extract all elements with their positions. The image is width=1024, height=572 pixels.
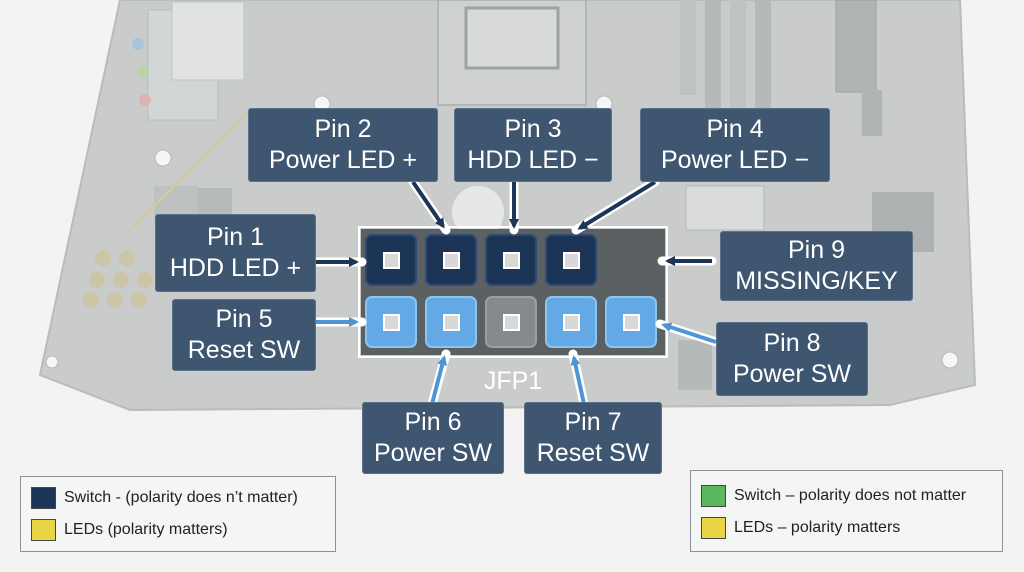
callout-pin5-function: Reset SW <box>187 336 301 364</box>
legend-right-item-leds: LEDs – polarity matters <box>701 517 900 539</box>
pin-4 <box>545 234 597 286</box>
pin-8-contact <box>622 313 640 331</box>
legend-right-item-switch: Switch – polarity does not matter <box>701 485 966 507</box>
unused-pin <box>485 296 537 348</box>
arrow-pin2 <box>411 180 445 229</box>
callout-pin6-function: Power SW <box>373 439 493 467</box>
callout-pin1-function: HDD LED + <box>169 254 302 282</box>
callout-pin4-number: Pin 4 <box>706 115 764 143</box>
legend-left-item-leds: LEDs (polarity matters) <box>31 519 228 541</box>
callout-pin3-number: Pin 3 <box>504 115 562 143</box>
header-label: JFP1 <box>483 367 543 395</box>
callout-pin7-function: Reset SW <box>536 439 650 467</box>
arrow-pin7 <box>570 355 586 405</box>
legend-swatch-switch <box>31 487 56 509</box>
pin-8 <box>605 296 657 348</box>
callout-pin2-function: Power LED + <box>269 146 417 174</box>
legend-swatch-leds-right <box>701 517 726 539</box>
legend-right-leds-label: LEDs – polarity matters <box>734 519 901 536</box>
callout-pin3: Pin 3 HDD LED − <box>454 108 612 182</box>
callout-pin6: Pin 6 Power SW <box>362 402 504 474</box>
arrow-pin6 <box>430 355 448 405</box>
legend-right: Switch – polarity does not matter LEDs –… <box>690 470 1003 552</box>
callout-pin8-function: Power SW <box>732 360 852 388</box>
legend-left-leds-label: LEDs (polarity matters) <box>64 521 228 538</box>
legend-right-switch-label: Switch – polarity does not matter <box>734 487 967 504</box>
callout-pin9-function: MISSING/KEY <box>735 267 898 295</box>
pin-7-contact <box>562 313 580 331</box>
pin-3 <box>485 234 537 286</box>
callout-pin8-number: Pin 8 <box>763 329 821 357</box>
legend-left: Switch - (polarity does n’t matter) LEDs… <box>20 476 336 552</box>
legend-swatch-switch-green <box>701 485 726 507</box>
pin-6 <box>425 296 477 348</box>
callout-pin9-number: Pin 9 <box>788 236 845 264</box>
callout-pin7-number: Pin 7 <box>564 408 622 436</box>
callout-pin2-number: Pin 2 <box>314 115 372 143</box>
legend-left-item-switch: Switch - (polarity does n’t matter) <box>31 487 298 509</box>
callout-pin2: Pin 2 Power LED + <box>248 108 438 182</box>
pin-3-contact <box>502 251 520 269</box>
callout-pin1-number: Pin 1 <box>207 223 264 251</box>
pin-2 <box>425 234 477 286</box>
legend-swatch-leds <box>31 519 56 541</box>
callout-pin6-number: Pin 6 <box>404 408 462 436</box>
legend-left-switch-label: Switch - (polarity does n’t matter) <box>64 489 298 506</box>
pin-5-contact <box>382 313 400 331</box>
pin-4-contact <box>562 251 580 269</box>
callout-pin5-number: Pin 5 <box>215 305 273 333</box>
pin-7 <box>545 296 597 348</box>
callout-pin4-function: Power LED − <box>661 146 809 174</box>
callout-pin9: Pin 9 MISSING/KEY <box>720 231 913 301</box>
arrow-pin8 <box>661 322 717 344</box>
pin-2-contact <box>442 251 460 269</box>
callout-pin1: Pin 1 HDD LED + <box>155 214 316 292</box>
pin-1-contact <box>382 251 400 269</box>
callout-pin4: Pin 4 Power LED − <box>640 108 830 182</box>
callout-pin7: Pin 7 Reset SW <box>524 402 662 474</box>
callout-pin5: Pin 5 Reset SW <box>172 299 316 371</box>
callout-pin3-function: HDD LED − <box>467 146 599 174</box>
callout-pin8: Pin 8 Power SW <box>716 322 868 396</box>
pin-5 <box>365 296 417 348</box>
unused-pin-contact <box>502 313 520 331</box>
pin-1 <box>365 234 417 286</box>
arrow-pin4 <box>577 180 657 230</box>
pin-6-contact <box>442 313 460 331</box>
